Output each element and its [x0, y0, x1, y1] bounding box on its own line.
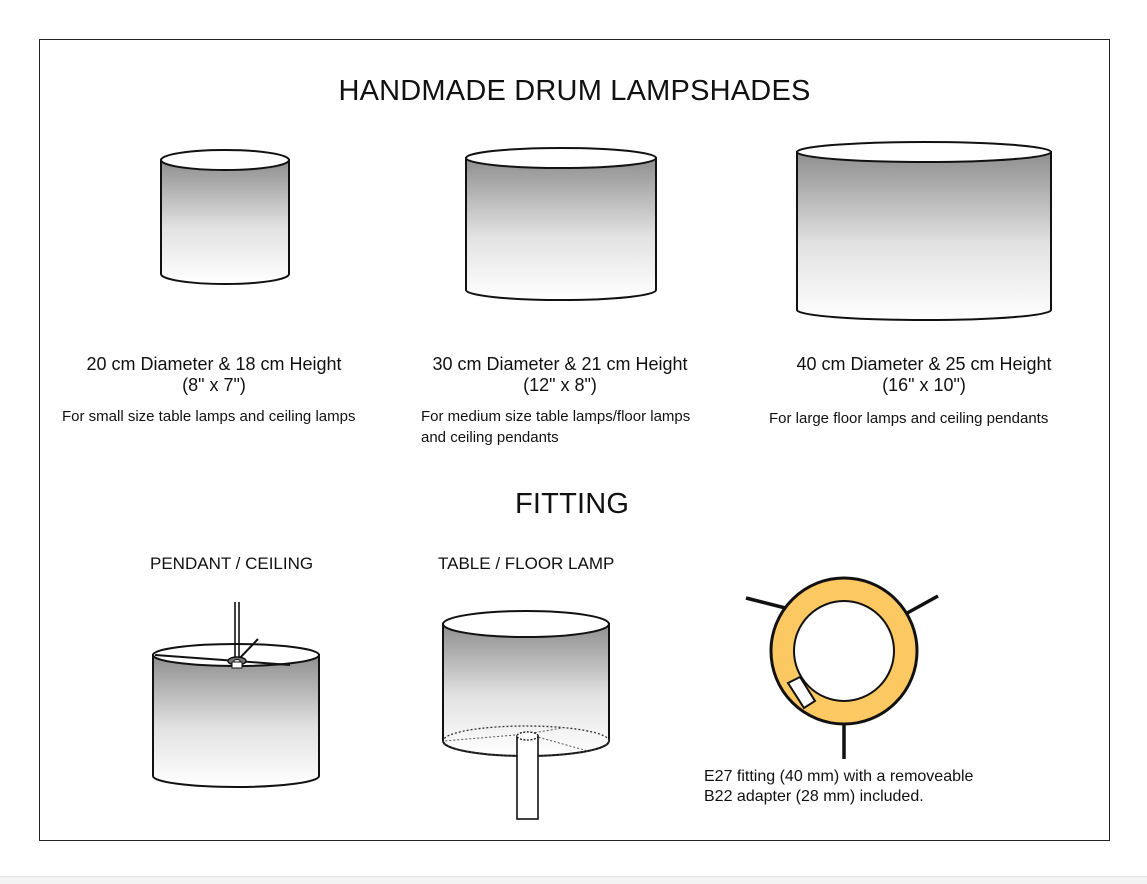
- large-shade-size: 40 cm Diameter & 25 cm Height (16" x 10"…: [774, 354, 1074, 396]
- sheet-frame: HANDMADE DRUM LAMPSHADES 20 cm Diameter …: [39, 39, 1110, 841]
- medium-shade-size: 30 cm Diameter & 21 cm Height (12" x 8"): [410, 354, 710, 396]
- medium-shade-use-line-1: For medium size table lamps/floor lamps: [421, 408, 691, 425]
- fitting-note-line-1: E27 fitting (40 mm) with a removeable: [704, 768, 974, 785]
- fitting-note: E27 fitting (40 mm) with a removeable B2…: [704, 767, 973, 807]
- table-lamp-shade-illustration: [442, 610, 610, 820]
- large-drum-shade-illustration: [796, 141, 1052, 321]
- medium-drum-shade-illustration: [465, 147, 657, 301]
- large-shade-inches: (16" x 10"): [882, 375, 966, 395]
- page-bottom-edge: [0, 876, 1147, 884]
- small-drum-shade-illustration: [160, 149, 290, 285]
- small-shade-inches: (8" x 7"): [182, 375, 246, 395]
- small-shade-dimensions: 20 cm Diameter & 18 cm Height: [86, 354, 342, 374]
- pendant-label: PENDANT / CEILING: [150, 554, 314, 573]
- medium-shade-use: For medium size table lamps/floor lamps …: [421, 406, 690, 448]
- large-shade-dimensions: 40 cm Diameter & 25 cm Height: [796, 354, 1052, 374]
- page-title: HANDMADE DRUM LAMPSHADES: [338, 75, 811, 107]
- medium-shade-use-line-2: and ceiling pendants: [421, 429, 559, 446]
- pendant-shade-illustration: [152, 602, 320, 788]
- large-shade-use: For large floor lamps and ceiling pendan…: [769, 410, 1049, 427]
- e27-ring-fitting-illustration: [745, 576, 939, 759]
- fitting-note-line-2: B22 adapter (28 mm) included.: [704, 788, 924, 805]
- fitting-title: FITTING: [515, 488, 630, 520]
- small-shade-size: 20 cm Diameter & 18 cm Height (8" x 7"): [64, 354, 364, 396]
- table-label: TABLE / FLOOR LAMP: [438, 554, 615, 573]
- medium-shade-dimensions: 30 cm Diameter & 21 cm Height: [432, 354, 688, 374]
- small-shade-use: For small size table lamps and ceiling l…: [62, 408, 356, 425]
- medium-shade-inches: (12" x 8"): [523, 375, 597, 395]
